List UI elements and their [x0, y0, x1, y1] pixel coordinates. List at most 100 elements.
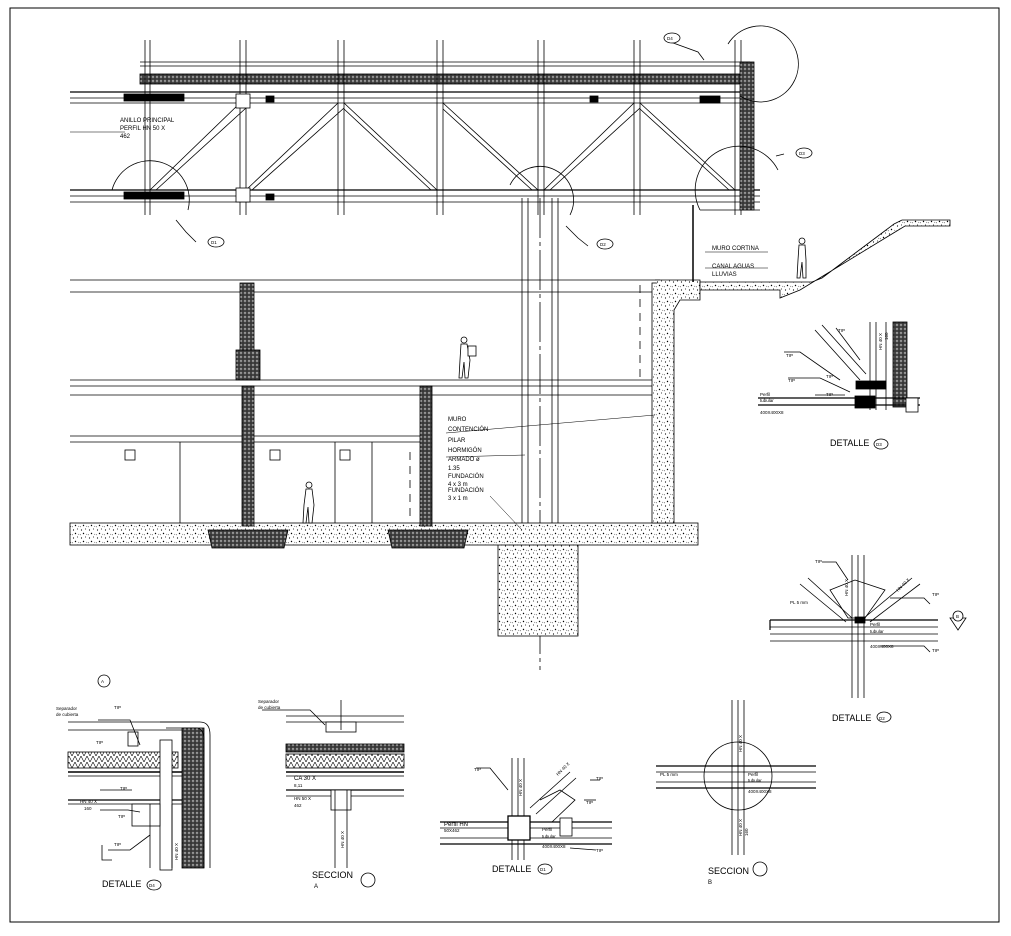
detail-d3-labels: TIP TIP TIP TIP TIP Perfil tubular 400X4…: [760, 328, 889, 448]
svg-text:Perfil: Perfil: [760, 392, 770, 397]
svg-text:PL 5 mm: PL 5 mm: [790, 600, 808, 605]
detail-d2-marker: B: [956, 614, 959, 619]
svg-text:HN 40 X: HN 40 X: [738, 735, 743, 752]
svg-text:TIP: TIP: [120, 786, 127, 791]
svg-text:D4: D4: [667, 36, 673, 41]
svg-text:D1: D1: [540, 867, 546, 872]
svg-text:D4: D4: [149, 883, 155, 888]
stair-exterior: [692, 205, 951, 299]
svg-text:TIP: TIP: [118, 814, 125, 819]
truss-diagonals: [149, 102, 736, 191]
svg-text:TIP: TIP: [786, 353, 793, 358]
svg-text:tubular: tubular: [870, 629, 884, 634]
svg-text:1.35: 1.35: [448, 466, 460, 472]
callout-d3: D3: [795, 147, 813, 159]
detail-d4-labels: A Separador de cubierta TIP TIP TIP TIP …: [56, 679, 179, 889]
svg-text:de cubierta: de cubierta: [56, 712, 79, 717]
svg-text:TIP: TIP: [596, 848, 603, 853]
label-muro-cortina: MURO CORTINA: [712, 246, 759, 252]
svg-text:HN 40 X: HN 40 X: [844, 579, 849, 596]
svg-text:HN 40 X: HN 40 X: [174, 843, 179, 860]
section-a-labels: Separador de cubierta CA 30 X 8,11 HN 50…: [258, 699, 353, 890]
svg-text:TIP: TIP: [826, 374, 833, 379]
label-fundacion-1: FUNDACIÓN: [448, 473, 484, 480]
detail-d2-title: DETALLE: [832, 713, 871, 723]
svg-text:462: 462: [294, 803, 302, 808]
svg-text:TIP: TIP: [838, 328, 845, 333]
svg-text:LLUVIAS: LLUVIAS: [712, 272, 737, 278]
svg-text:Perfil: Perfil: [870, 622, 880, 627]
svg-text:tubular: tubular: [542, 834, 556, 839]
svg-text:PERFIL HN 50 X: PERFIL HN 50 X: [120, 126, 165, 132]
svg-text:160: 160: [744, 828, 749, 836]
svg-text:tubular: tubular: [748, 778, 762, 783]
main-section: [69, 25, 951, 670]
human-figure: [458, 336, 477, 379]
svg-text:Separador: Separador: [258, 699, 280, 704]
svg-text:Perfil: Perfil: [542, 827, 552, 832]
label-muro-contencion: MURO: [448, 417, 467, 423]
svg-text:50X462: 50X462: [444, 828, 460, 833]
human-figure: [302, 481, 315, 524]
svg-text:ARMADO ø: ARMADO ø: [448, 457, 480, 463]
svg-text:D3: D3: [799, 151, 805, 156]
svg-text:400X400X8: 400X400X8: [870, 644, 894, 649]
detail-callouts: [111, 25, 799, 247]
main-labels: ANILLO PRINCIPAL PERFIL HN 50 X 462 MURO…: [70, 118, 768, 531]
callout-d1: D1: [207, 236, 225, 248]
svg-text:HN 40 X: HN 40 X: [340, 831, 345, 848]
section-a-title: SECCION: [312, 870, 353, 880]
svg-text:400X400X8: 400X400X8: [760, 410, 784, 415]
svg-text:de cubierta: de cubierta: [258, 705, 281, 710]
roof-structure: [70, 40, 760, 215]
detail-d4-marker: A: [101, 679, 104, 684]
svg-text:3 x 1 m: 3 x 1 m: [448, 496, 468, 502]
svg-text:TIP: TIP: [596, 776, 603, 781]
svg-text:462: 462: [120, 134, 131, 140]
svg-text:TIP: TIP: [815, 559, 822, 564]
svg-text:Separador: Separador: [56, 706, 78, 711]
label-fundacion-2: FUNDACIÓN: [448, 487, 484, 494]
svg-text:tubular: tubular: [760, 398, 774, 403]
detail-d3: [758, 321, 920, 450]
svg-text:D2: D2: [600, 242, 606, 247]
svg-text:TIP: TIP: [826, 392, 833, 397]
interior-columns: [124, 282, 469, 549]
svg-text:HN 40 X: HN 40 X: [555, 761, 571, 777]
svg-text:TIP: TIP: [96, 740, 103, 745]
section-b-labels: PL 5 mm Perfil tubular 400X400X8 HN 40 X…: [660, 735, 772, 886]
section-b: [656, 700, 816, 877]
section-a: [262, 700, 405, 888]
svg-text:HN 50 X: HN 50 X: [294, 796, 311, 801]
floor-slabs: [69, 279, 701, 546]
label-anillo: ANILLO PRINCIPAL: [120, 118, 175, 124]
svg-text:PL 5 mm: PL 5 mm: [660, 772, 678, 777]
svg-text:4 x 3 m: 4 x 3 m: [448, 482, 468, 488]
svg-text:TIP: TIP: [788, 378, 795, 383]
svg-text:TIP: TIP: [586, 800, 593, 805]
svg-text:400X400X8: 400X400X8: [748, 789, 772, 794]
svg-text:8,11: 8,11: [294, 783, 303, 788]
detail-d4-title: DETALLE: [102, 879, 141, 889]
svg-text:HN 40 X: HN 40 X: [878, 333, 883, 350]
svg-text:HN 40 X: HN 40 X: [80, 799, 97, 804]
sheet-border: [9, 7, 1000, 923]
svg-text:TIP: TIP: [932, 648, 939, 653]
svg-text:TIP: TIP: [932, 592, 939, 597]
label-pilar: PILAR: [448, 438, 466, 444]
svg-text:HORMIGÓN: HORMIGÓN: [448, 447, 482, 454]
detail-d2: [769, 555, 967, 723]
callout-d2: D2: [596, 238, 614, 250]
main-pier: [497, 198, 579, 670]
svg-text:B: B: [708, 880, 712, 886]
human-figure: [796, 237, 807, 279]
svg-text:D1: D1: [211, 240, 217, 245]
svg-text:HN 40 X: HN 40 X: [518, 779, 523, 796]
section-b-title: SECCION: [708, 866, 749, 876]
svg-text:HN 40 X: HN 40 X: [738, 819, 743, 836]
svg-text:D2: D2: [879, 716, 885, 721]
svg-text:400X400X8: 400X400X8: [542, 844, 566, 849]
svg-text:TIP: TIP: [114, 842, 121, 847]
svg-text:CONTENCIÓN: CONTENCIÓN: [448, 426, 488, 433]
